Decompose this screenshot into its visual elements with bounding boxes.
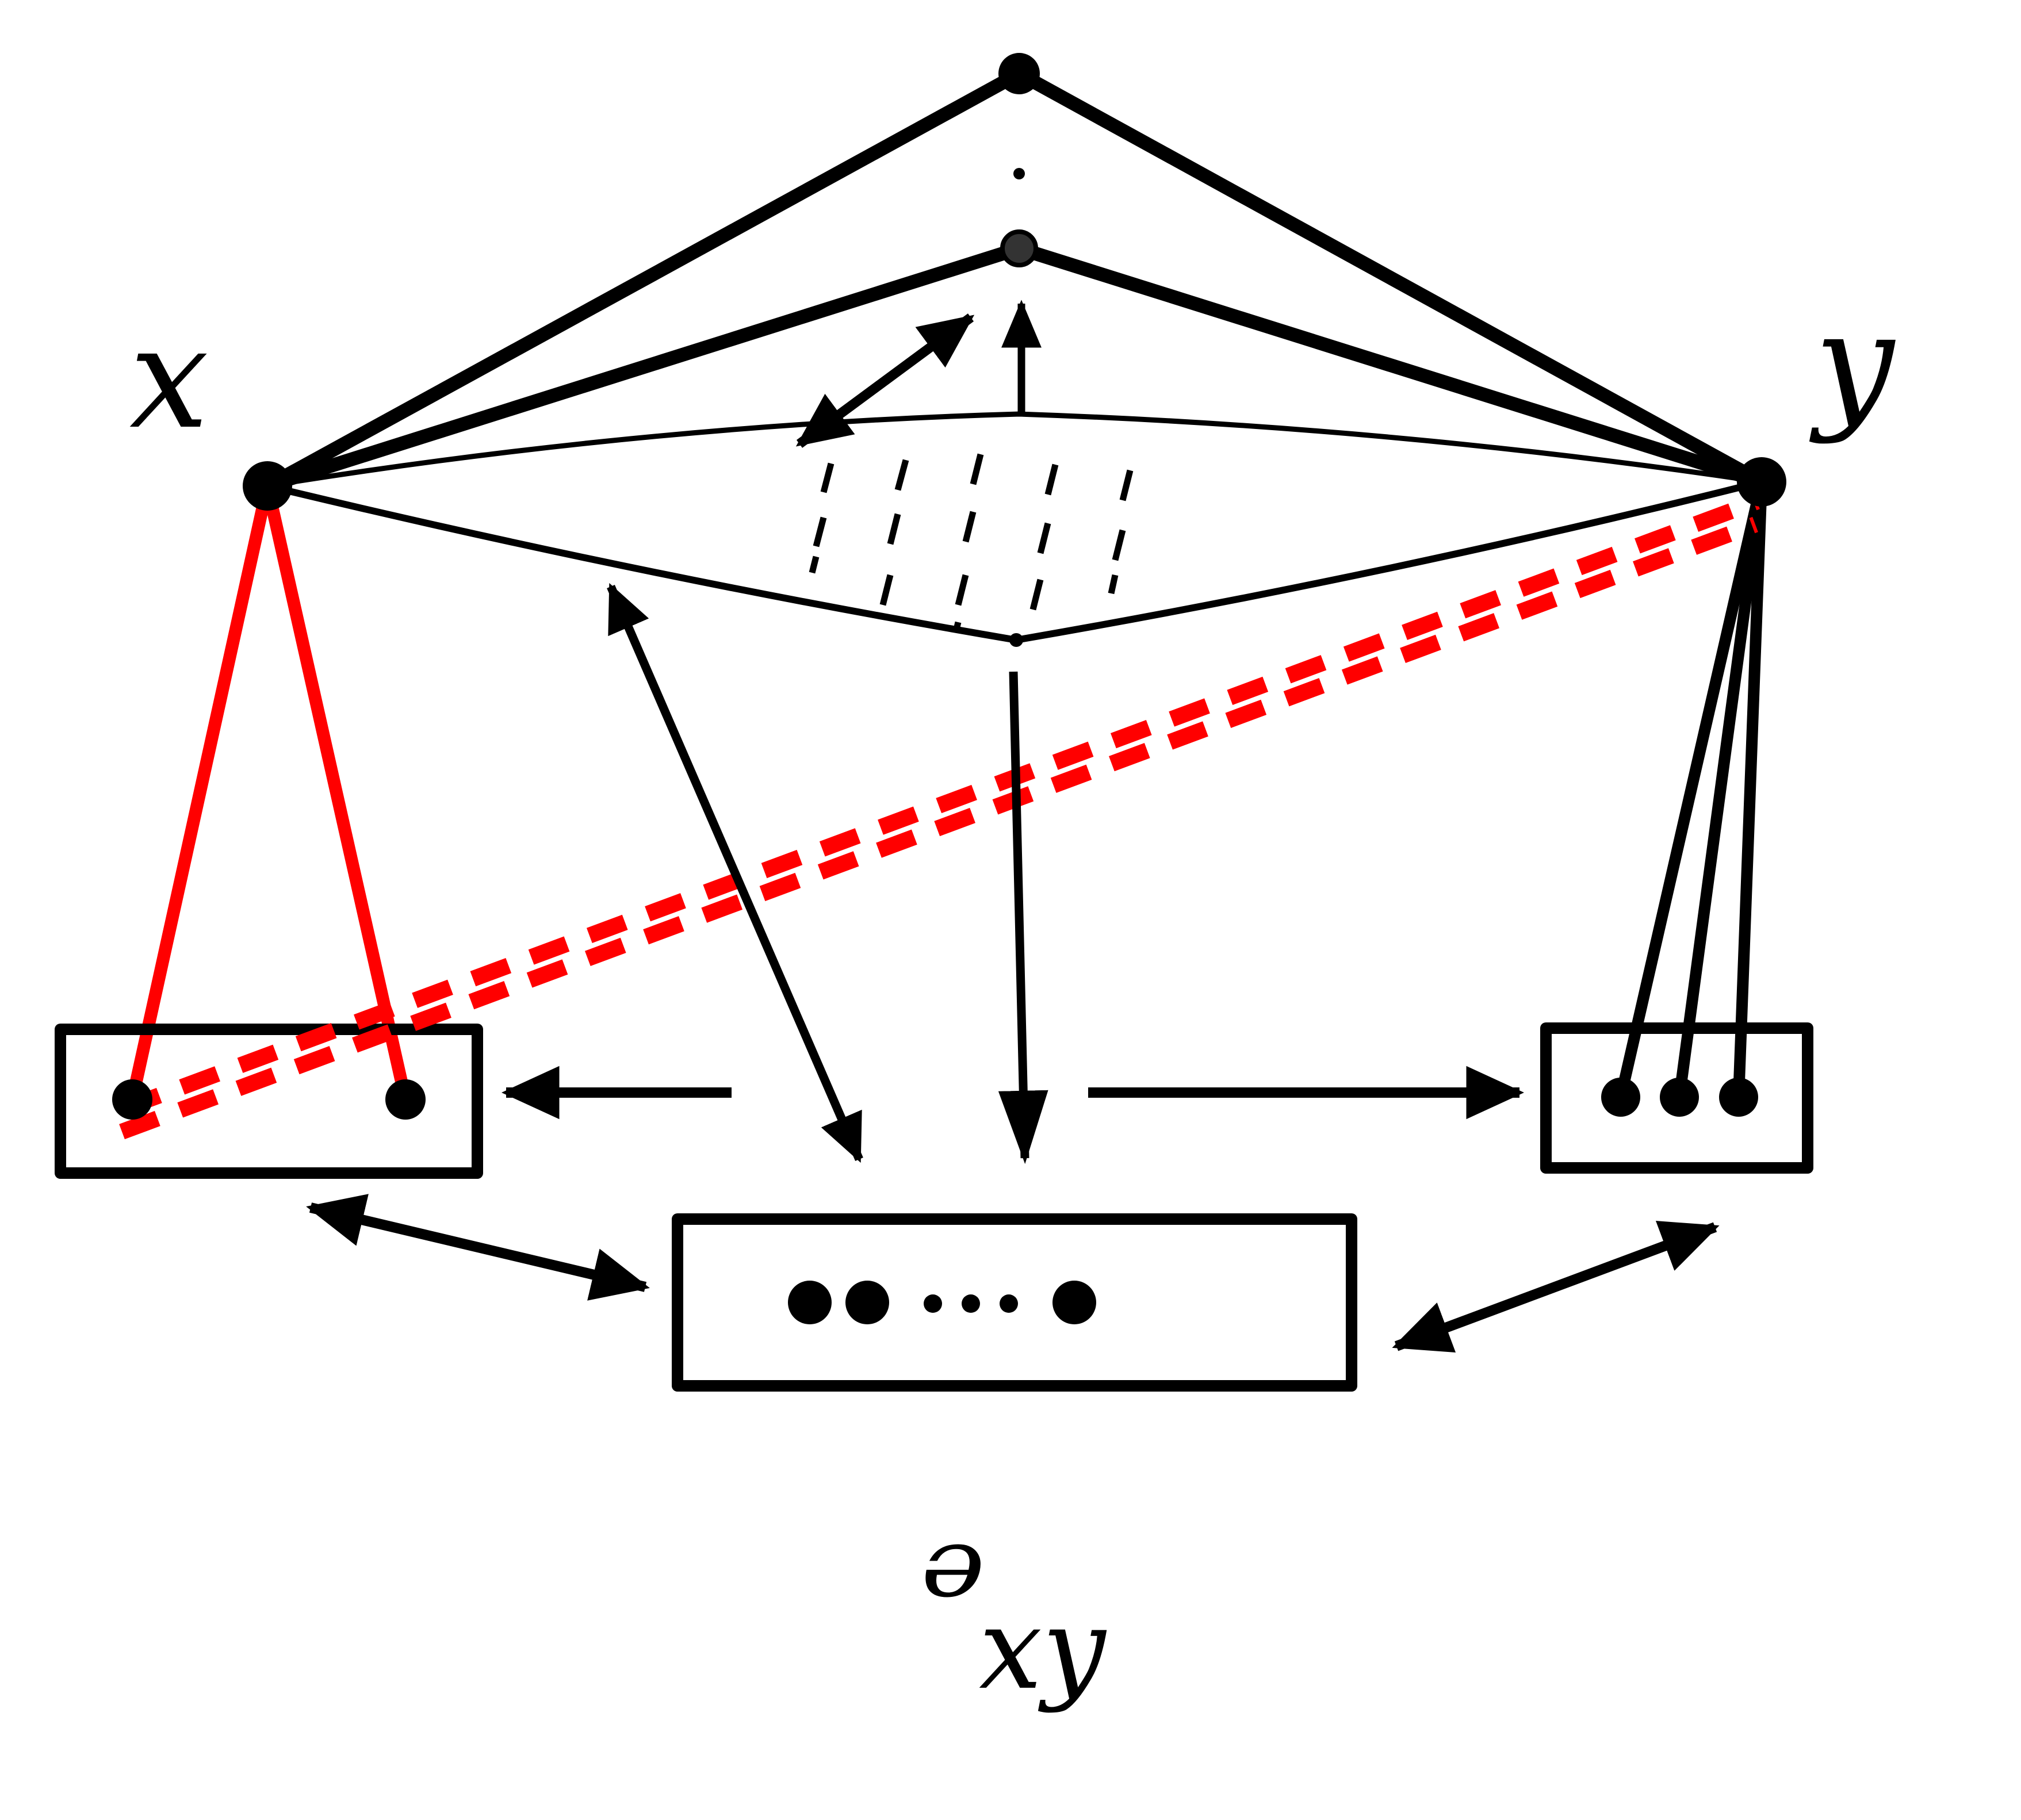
lens-to-kernel-double-arrow [607,583,863,1163]
edge-y-to-gray [1012,242,1769,489]
kernel-box-dot[interactable] [788,1281,832,1324]
edge-y-to-right-dot-2 [1674,476,1767,1103]
x-node[interactable] [243,461,292,511]
lens-hatching [809,453,1134,640]
red-edge-x-to-left-dot-2 [261,480,412,1106]
lens-lower-edge [264,478,1765,644]
y-node[interactable] [1737,457,1786,507]
red-edges-x-to-left-box [126,480,412,1106]
kernel-box[interactable] [672,1213,1357,1392]
lens-to-gray-double-arrow [795,313,975,448]
edge-x-to-gray [261,242,1026,493]
kernel-box-dot[interactable] [845,1281,889,1324]
nodes-group [112,53,1786,1324]
arrows-group [306,300,1720,1352]
kernel-subscript: xy [979,1584,1106,1714]
right-box-dot[interactable] [1719,1078,1758,1117]
right-box-dot[interactable] [1660,1078,1699,1117]
edge-y-to-apex [1012,67,1769,489]
lens-bottom-vertex-dot [1009,633,1023,647]
vertical-ellipsis-dot [1013,168,1025,179]
kernel-label: ᵊxy [920,1507,1113,1706]
edge-y-to-right-dot-3 [1733,476,1767,1103]
x-label: x [129,296,209,460]
gray-node[interactable] [1000,229,1038,267]
left-feature-box[interactable] [55,1024,483,1179]
left-box-to-kernel-double-arrow [306,1194,650,1301]
kernel-box-ellipsis-dot [1000,1294,1018,1313]
right-box-dot[interactable] [1601,1078,1640,1117]
manifold-lens-group [264,411,1765,644]
red-edge-x-to-left-dot-1 [126,480,274,1106]
kernel-box-dot[interactable] [1052,1281,1096,1324]
kernel-box-ellipsis-dot [924,1294,942,1313]
top-apex-node[interactable] [998,53,1040,94]
kernel-to-right-box-double-arrow [1392,1221,1720,1352]
right-feature-box[interactable] [1540,1022,1813,1174]
red-dashed-line-upper [121,493,1760,1117]
red-dashed-line-lower [119,516,1758,1140]
kernel-script-k: ᵊ [920,1492,987,1693]
y-label: y [1815,282,1894,446]
edge-x-to-apex [261,67,1026,493]
lens-upper-edge [265,411,1764,489]
left-box-dot[interactable] [112,1079,152,1120]
edge-y-to-right-dot-1 [1615,476,1767,1103]
graph-edges-black [261,67,1769,493]
red-dashed-cross-links [119,493,1760,1140]
lens-bottom-to-kernel-arrow [998,671,1048,1164]
black-edges-y-to-right-box [1615,476,1767,1103]
left-box-dot[interactable] [385,1079,426,1120]
kernel-box-ellipsis-dot [962,1294,980,1313]
